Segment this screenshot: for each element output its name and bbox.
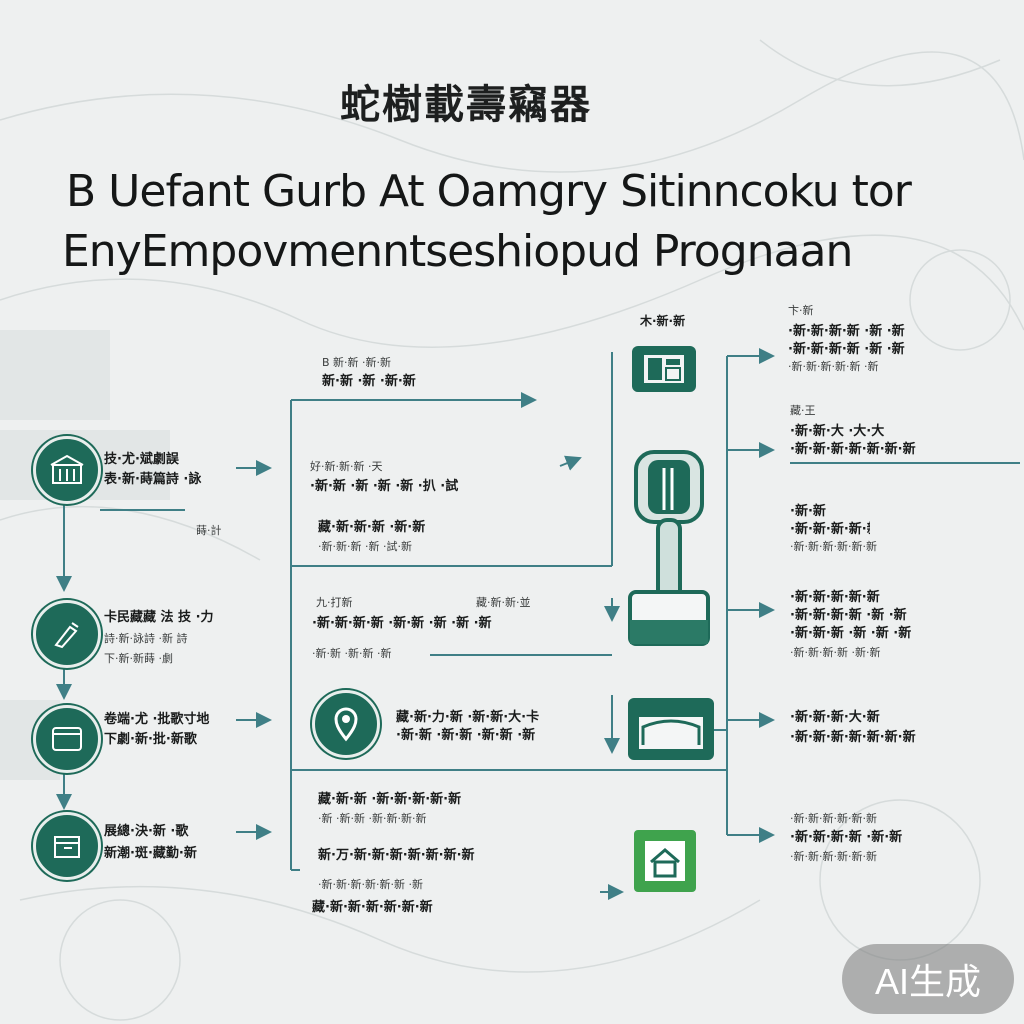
left-item-3-line-2: 下劇·新·批·新歌 — [104, 732, 197, 747]
building-icon — [33, 436, 101, 504]
right-item-1-head: 卞·新 — [788, 304, 814, 317]
middle-item-5-line-5: 藏·新·新·新·新·新·新 — [312, 900, 433, 915]
right-item-6-head: ·新·新·新·新·新·新 — [790, 812, 877, 825]
location-pin-icon — [312, 690, 380, 758]
right-item-6-line-2: ·新·新·新·新·新·新 — [790, 850, 877, 863]
left-item-2-line-1: 卡民藏藏 法 技 ·力 — [104, 610, 214, 625]
left-item-4-line-1: 展總·決·新 ·歌 — [104, 824, 189, 839]
middle-item-2-line-4: ·新·新·新 ·新 ·試·新 — [318, 540, 412, 553]
left-item-1-line-3: 蒔·計 — [196, 524, 222, 537]
right-item-2-line-2: ·新·新·新·新·新·新·新 — [790, 442, 916, 457]
right-item-4-head: ·新·新·新·新·新 — [790, 590, 880, 605]
house-icon — [634, 830, 696, 892]
left-item-3-line-1: 卷端·尤 ·批歌寸地 — [104, 712, 210, 727]
right-item-4-line-1: ·新·新·新·新 ·新 ·新 — [790, 608, 907, 623]
right-item-5-head: ·新·新·新·大·新 — [790, 710, 880, 725]
middle-item-2-line-3: 藏·新·新·新 ·新·新 — [318, 520, 426, 535]
hand-key-icon — [33, 600, 101, 668]
middle-item-5-line-4: ·新·新·新·新·新·新 ·新 — [318, 878, 423, 891]
right-item-2-line-1: ·新·新·大 ·大·大 — [790, 424, 885, 439]
right-item-4-line-3: ·新·新·新·新 ·新·新 — [790, 646, 881, 659]
right-item-2-head: 藏·王 — [790, 404, 816, 417]
right-item-1-line-2: ·新·新·新·新 ·新 ·新 — [788, 342, 905, 357]
middle-item-2-line-2: ·新·新 ·新 ·新 ·新 ·扒 ·試 — [310, 479, 459, 494]
document-icon — [632, 346, 696, 392]
page-title-line-1: B Uefant Gurb At Oamgry Sitinncoku tor — [66, 166, 912, 217]
middle-item-3-line-1: 九·打新 — [316, 596, 353, 609]
right-item-3-line-2: ·新·新·新·新·新·新 — [790, 540, 877, 553]
left-item-1-line-2: 表·新·蒔篇詩 ·詠 — [104, 472, 202, 487]
middle-item-5-line-1: 藏·新·新 ·新·新·新·新·新 — [318, 792, 462, 807]
right-item-3-head: ·新·新 — [790, 504, 826, 519]
page-title-line-2: EnyEmpovmenntseshiopud Prognaan — [62, 226, 853, 277]
middle-item-4-line-2: ·新·新 ·新·新 ·新·新 ·新 — [396, 728, 536, 743]
right-item-1-line-1: ·新·新·新·新 ·新 ·新 — [788, 324, 905, 339]
middle-item-3-line-1b: 藏·新·新·並 — [476, 596, 531, 609]
left-item-2-line-2: 詩·新·詠詩 ·新 詩 — [104, 632, 188, 645]
middle-item-1-line-1: B 新·新 ·新·新 — [322, 356, 392, 369]
box-icon — [33, 812, 101, 880]
card-icon — [33, 705, 101, 773]
middle-item-3-line-2: ·新·新·新·新 ·新·新 ·新 ·新 ·新 — [312, 616, 492, 631]
center-top-label: 木·新·新 — [640, 314, 686, 328]
right-item-4-line-2: ·新·新·新 ·新 ·新 ·新 — [790, 626, 912, 641]
ai-generated-badge: AI生成 — [842, 944, 1014, 1014]
key-icon — [628, 440, 710, 650]
right-item-6-line-1: ·新·新·新·新 ·新·新 — [790, 830, 903, 845]
middle-item-5-line-3: 新·万·新·新·新·新·新·新·新 — [318, 848, 475, 863]
middle-item-3-line-3: ·新·新 ·新·新 ·新 — [312, 647, 392, 660]
page-title-cjk: 蛇樹載壽竊器 — [340, 81, 592, 128]
left-item-2-line-3: 下·新·新蒔 ·劇 — [104, 652, 173, 665]
middle-item-5-line-2: ·新 ·新·新 ·新·新·新·新 — [318, 812, 427, 825]
middle-item-1-line-2: 新·新 ·新 ·新·新 — [322, 374, 416, 389]
middle-item-2-line-1: 好·新·新·新 ·天 — [310, 460, 383, 473]
left-item-4-line-2: 新潮·斑·藏勤·新 — [104, 846, 197, 861]
right-item-5-line-1: ·新·新·新·新·新·新·新 — [790, 730, 916, 745]
landscape-card-icon — [628, 698, 714, 760]
right-item-3-line-1: ·新·新·新·新·新 — [790, 522, 870, 537]
right-item-1-line-3: ·新·新·新·新·新 ·新 — [788, 360, 879, 373]
middle-item-4-line-1: 藏·新·力·新 ·新·新·大·卡 — [396, 710, 540, 725]
left-item-1-line-1: 技·尤·斌劇誤 — [104, 452, 179, 467]
